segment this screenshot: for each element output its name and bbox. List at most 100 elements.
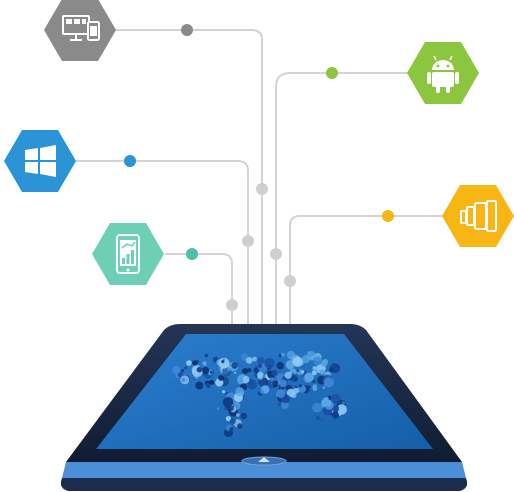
connector-android: [275, 72, 410, 348]
map-dot: [222, 397, 234, 408]
map-dot: [258, 378, 267, 386]
map-dot: [209, 379, 215, 385]
map-dot: [306, 350, 316, 360]
map-dot: [252, 356, 257, 362]
map-dot: [259, 389, 265, 394]
map-dot: [271, 369, 278, 377]
map-dot: [332, 405, 339, 413]
map-dot: [201, 366, 210, 375]
map-dot: [280, 352, 285, 357]
map-dot: [272, 380, 279, 387]
map-dot: [229, 427, 234, 431]
node-cross-device: [382, 210, 394, 222]
map-dot: [205, 382, 211, 388]
map-dot: [236, 413, 240, 417]
map-dot: [221, 360, 225, 364]
map-dot: [240, 412, 247, 420]
map-dot: [320, 359, 328, 367]
map-dot: [180, 369, 185, 373]
map-dot: [222, 390, 226, 394]
map-dot: [298, 384, 302, 388]
map-dot: [312, 386, 318, 392]
smartphone-chart-icon: [116, 234, 140, 274]
map-dot: [177, 372, 183, 378]
map-dot: [231, 362, 238, 369]
map-dot: [257, 363, 263, 369]
map-dot: [313, 356, 323, 366]
map-dot: [269, 377, 275, 382]
map-dot: [264, 358, 275, 369]
map-dot: [312, 366, 317, 371]
map-dot: [227, 430, 234, 437]
map-dot: [235, 387, 245, 397]
map-dot: [245, 357, 253, 364]
map-dot: [257, 357, 265, 365]
junction-dot: [256, 183, 268, 195]
map-dot: [247, 379, 258, 390]
map-dot: [262, 375, 266, 379]
connector-windows: [76, 160, 249, 356]
hex-cross-device: [442, 185, 514, 247]
tablet-base: [60, 478, 468, 491]
map-dot: [186, 360, 192, 366]
map-dot: [312, 379, 316, 383]
connector-lines: [76, 29, 444, 356]
android-icon: [427, 55, 459, 93]
map-dot: [312, 402, 322, 413]
map-dot: [324, 401, 334, 410]
map-dot: [216, 407, 220, 410]
map-dot: [336, 404, 347, 415]
map-dot: [184, 366, 188, 370]
map-dot: [324, 397, 329, 402]
map-dot: [311, 370, 317, 376]
map-dot: [192, 360, 198, 366]
junction-dot: [226, 299, 238, 311]
world-map-dots: [172, 350, 347, 437]
map-dot: [322, 386, 326, 390]
map-dot: [218, 375, 225, 381]
windows-icon: [25, 145, 56, 177]
map-dot: [294, 386, 298, 389]
node-android: [326, 67, 338, 79]
node-mobile: [186, 248, 198, 260]
map-dot: [242, 368, 249, 375]
home-icon: [258, 457, 270, 462]
map-dot: [330, 393, 341, 404]
node-desktop: [181, 24, 193, 36]
map-dot: [247, 368, 252, 373]
map-dot: [319, 369, 322, 373]
map-dot: [307, 385, 311, 389]
map-dot: [279, 379, 287, 388]
map-dot: [257, 371, 264, 379]
multi-screen-icon: [460, 200, 497, 232]
map-dot: [181, 378, 186, 382]
map-dot: [329, 367, 334, 373]
connector-mobile: [165, 253, 233, 340]
connector-desktop: [112, 29, 263, 350]
map-dot: [223, 406, 227, 411]
tablet-frame-accent: [62, 462, 466, 478]
desktop-and-mobile-icon: [62, 15, 100, 41]
hex-windows: [4, 130, 76, 192]
map-dot: [229, 418, 236, 425]
hex-desktop-multi-device: [44, 0, 116, 61]
tablet: [60, 324, 468, 491]
map-dot: [338, 413, 342, 416]
map-dot: [332, 412, 339, 419]
map-dot: [341, 401, 345, 405]
map-dot: [218, 357, 230, 369]
hex-android: [407, 42, 479, 104]
map-dot: [301, 370, 305, 374]
map-dot: [276, 361, 285, 370]
map-dot: [234, 371, 237, 375]
junction-dot: [284, 275, 296, 287]
map-dot: [225, 416, 231, 422]
hex-mobile-analytics: [92, 223, 164, 285]
map-dot: [276, 389, 286, 398]
map-dot: [202, 361, 207, 366]
map-dot: [291, 392, 297, 399]
junction-dot: [270, 248, 282, 260]
map-dot: [292, 356, 303, 367]
node-windows: [124, 155, 136, 167]
